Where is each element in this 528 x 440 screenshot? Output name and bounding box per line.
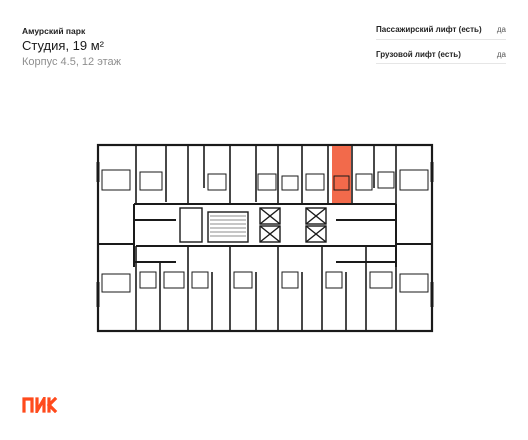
top-rooms xyxy=(101,169,429,191)
complex-name: Амурский парк xyxy=(22,26,86,36)
top-partitions xyxy=(135,145,397,204)
window-marks xyxy=(96,162,434,307)
stairs xyxy=(210,215,246,237)
apartment-subtitle: Корпус 4.5, 12 этаж xyxy=(22,56,121,68)
feature-passenger-lift-value: да xyxy=(496,25,506,34)
bottom-rooms xyxy=(101,271,429,293)
bottom-partitions xyxy=(135,246,397,331)
highlighted-apartment xyxy=(332,146,351,203)
elevator-core xyxy=(179,207,327,243)
outer-walls xyxy=(96,143,434,333)
feature-passenger-lift-label: Пассажирский лифт (есть) xyxy=(376,25,482,34)
feature-freight-lift-value: да xyxy=(496,50,506,59)
pik-logo-icon xyxy=(22,397,58,413)
feature-divider xyxy=(376,39,506,40)
pik-logo xyxy=(22,397,58,413)
apartment-title: Студия, 19 м² xyxy=(22,38,105,53)
floor-plan xyxy=(96,142,434,334)
corridor-walls xyxy=(98,203,432,267)
feature-divider xyxy=(376,63,506,64)
feature-freight-lift-label: Грузовой лифт (есть) xyxy=(376,50,461,59)
